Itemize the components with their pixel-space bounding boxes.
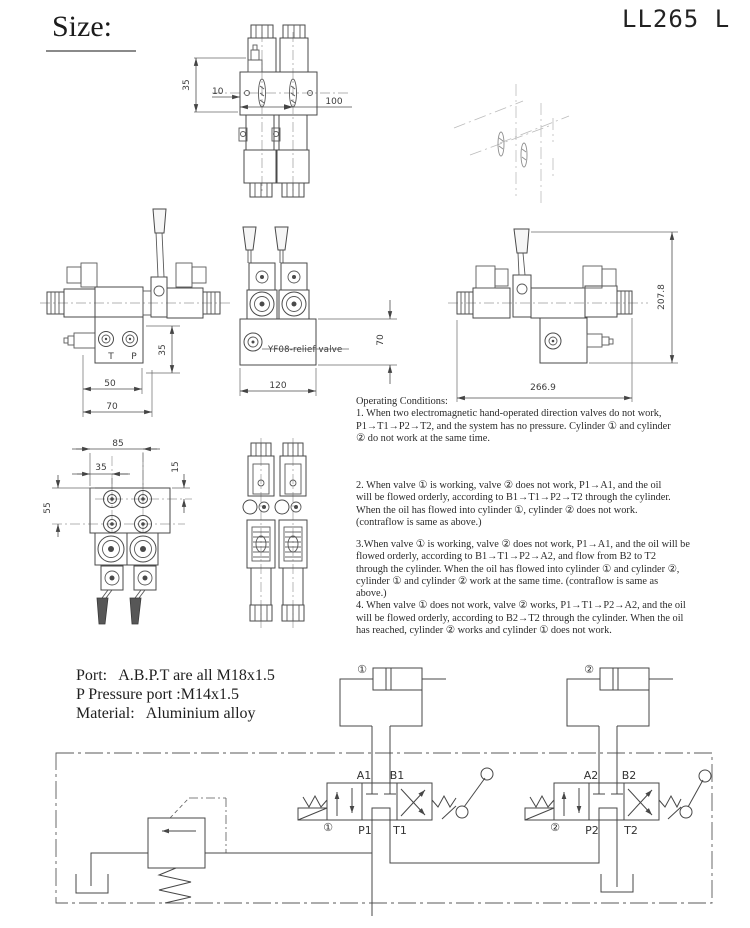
- dim-label: 70: [376, 334, 386, 346]
- view-bottom-valves: [242, 438, 308, 628]
- dim-label: 50: [104, 379, 116, 389]
- page-title: Size:: [52, 10, 112, 43]
- view-top-plan: 35 10 100: [182, 24, 352, 198]
- spec-block: Port: A.B.P.T are all M18x1.5 P Pressure…: [76, 666, 275, 723]
- port-a2: A2: [584, 769, 599, 782]
- spec-pressure-port: P Pressure port :M14x1.5: [76, 686, 239, 703]
- directional-valve-1: ① A1 B1 P1 T1: [297, 767, 494, 837]
- dim-label: 15: [171, 461, 181, 472]
- cylinder-2: ②: [566, 663, 673, 783]
- valve-1-id: ①: [323, 821, 333, 834]
- operating-conditions: Operating Conditions: 1. When two electr…: [356, 396, 750, 637]
- dim-label: 35: [95, 463, 106, 473]
- cylinder-2-id: ②: [584, 663, 594, 676]
- dim-label: 207.8: [657, 284, 667, 310]
- relief-valve-symbol: [75, 797, 372, 904]
- port-label-t: T: [107, 352, 114, 362]
- dim-label: 85: [112, 439, 123, 449]
- operating-conditions-heading: Operating Conditions:: [356, 396, 448, 407]
- hydraulic-schematic: ① ②: [55, 663, 713, 916]
- condition-4: 4. When valve ① does not work, valve ② w…: [356, 600, 686, 636]
- title-underline: [46, 50, 136, 52]
- dim-label: 266.9: [530, 383, 556, 393]
- piping: [371, 820, 634, 916]
- dim-label: 70: [106, 402, 118, 412]
- system-boundary: [55, 752, 713, 904]
- directional-valve-2: ② A2 B2 P2 T2: [524, 769, 712, 837]
- condition-1: 1. When two electromagnetic hand-operate…: [356, 408, 671, 444]
- spec-material: Material: Aluminium alloy: [76, 705, 256, 722]
- relief-valve-label: YF08-relief valve: [267, 345, 342, 355]
- dim-label: 120: [269, 381, 286, 391]
- view-front: T P 35 50 70: [40, 208, 232, 417]
- dim-label: 35: [182, 79, 192, 90]
- dim-label: 10: [212, 87, 224, 97]
- tank-symbol-right: [600, 874, 634, 893]
- port-p1: P1: [358, 824, 372, 837]
- dim-label: 55: [43, 502, 53, 513]
- valve-2-id: ②: [550, 821, 560, 834]
- dim-label: 100: [325, 97, 342, 107]
- ghost-detail-sketch: [453, 84, 570, 206]
- port-label-p: P: [131, 352, 137, 362]
- tank-symbol-left: [75, 874, 109, 894]
- port-a1: A1: [357, 769, 372, 782]
- port-b1: B1: [390, 769, 405, 782]
- model-number: LL265 L: [622, 5, 731, 33]
- port-b2: B2: [622, 769, 637, 782]
- view-side-relief: YF08-relief valve 70 120: [239, 226, 397, 396]
- condition-3: 3.When valve ① is working, valve ② does …: [356, 539, 690, 599]
- condition-2: 2. When valve ① is working, valve ② does…: [356, 480, 671, 528]
- view-bottom-ports: 85 35 15 55: [43, 439, 192, 625]
- spec-port: Port: A.B.P.T are all M18x1.5: [76, 667, 275, 684]
- cylinder-1-id: ①: [357, 663, 367, 676]
- port-t1: T1: [392, 824, 407, 837]
- cylinder-1: ①: [339, 663, 446, 783]
- view-right: 207.8 266.9: [448, 228, 678, 402]
- port-p2: P2: [585, 824, 599, 837]
- dim-label: 35: [158, 344, 168, 355]
- port-t2: T2: [623, 824, 638, 837]
